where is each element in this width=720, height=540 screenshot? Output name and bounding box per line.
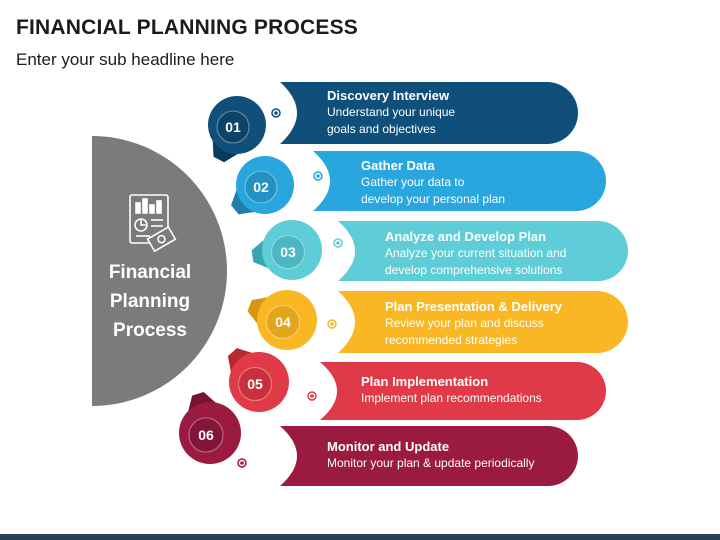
step-title: Discovery Interview bbox=[327, 88, 450, 103]
step-01-banner bbox=[280, 82, 578, 144]
center-half-circle bbox=[92, 136, 227, 406]
step-03-number: 03 bbox=[280, 244, 296, 260]
step-description: Review your plan and discuss recommended… bbox=[385, 316, 544, 347]
step-02-segment: 02 bbox=[231, 156, 294, 215]
step-description: Implement plan recommendations bbox=[361, 391, 542, 405]
step-title: Gather Data bbox=[361, 158, 435, 173]
step-title: Analyze and Develop Plan bbox=[385, 229, 547, 244]
step-05-banner bbox=[320, 362, 606, 420]
step-02-number: 02 bbox=[253, 179, 269, 195]
step-description: Gather your data to develop your persona… bbox=[361, 175, 506, 206]
step-06-banner bbox=[280, 426, 578, 486]
step-03-badge bbox=[271, 235, 305, 269]
step-description: Understand your unique goals and objecti… bbox=[327, 105, 456, 136]
step-06-segment: 06 bbox=[179, 392, 241, 464]
step-02-banner bbox=[313, 151, 606, 211]
step-05-number: 05 bbox=[247, 376, 263, 392]
page-subtitle: Enter your sub headline here bbox=[16, 50, 235, 69]
step-06-badge bbox=[188, 417, 224, 453]
step-05-segment: 05 bbox=[227, 348, 289, 412]
center-label: Financial Planning Process bbox=[108, 262, 192, 341]
step-03-segment: 03 bbox=[251, 220, 322, 280]
step-04-banner bbox=[338, 291, 628, 353]
step-01-number: 01 bbox=[225, 119, 241, 135]
step-02-badge bbox=[245, 171, 277, 203]
step-01-badge bbox=[217, 111, 249, 143]
step-title: Monitor and Update bbox=[327, 439, 450, 454]
step-04-number: 04 bbox=[275, 314, 291, 330]
bottom-bar bbox=[0, 534, 720, 540]
page-title: FINANCIAL PLANNING PROCESS bbox=[16, 16, 358, 39]
step-title: Plan Implementation bbox=[361, 374, 489, 389]
step-04-badge bbox=[266, 305, 300, 339]
step-description: Analyze your current situation and devel… bbox=[385, 246, 567, 277]
step-04-segment: 04 bbox=[247, 290, 317, 350]
financial-report-icon bbox=[129, 194, 177, 253]
step-06-number: 06 bbox=[198, 427, 214, 443]
step-description: Monitor your plan & update periodically bbox=[327, 456, 535, 470]
step-05-badge bbox=[238, 367, 272, 401]
step-01-segment: 01 bbox=[208, 96, 266, 163]
step-title: Plan Presentation & Delivery bbox=[385, 299, 563, 314]
step-03-banner bbox=[338, 221, 628, 281]
